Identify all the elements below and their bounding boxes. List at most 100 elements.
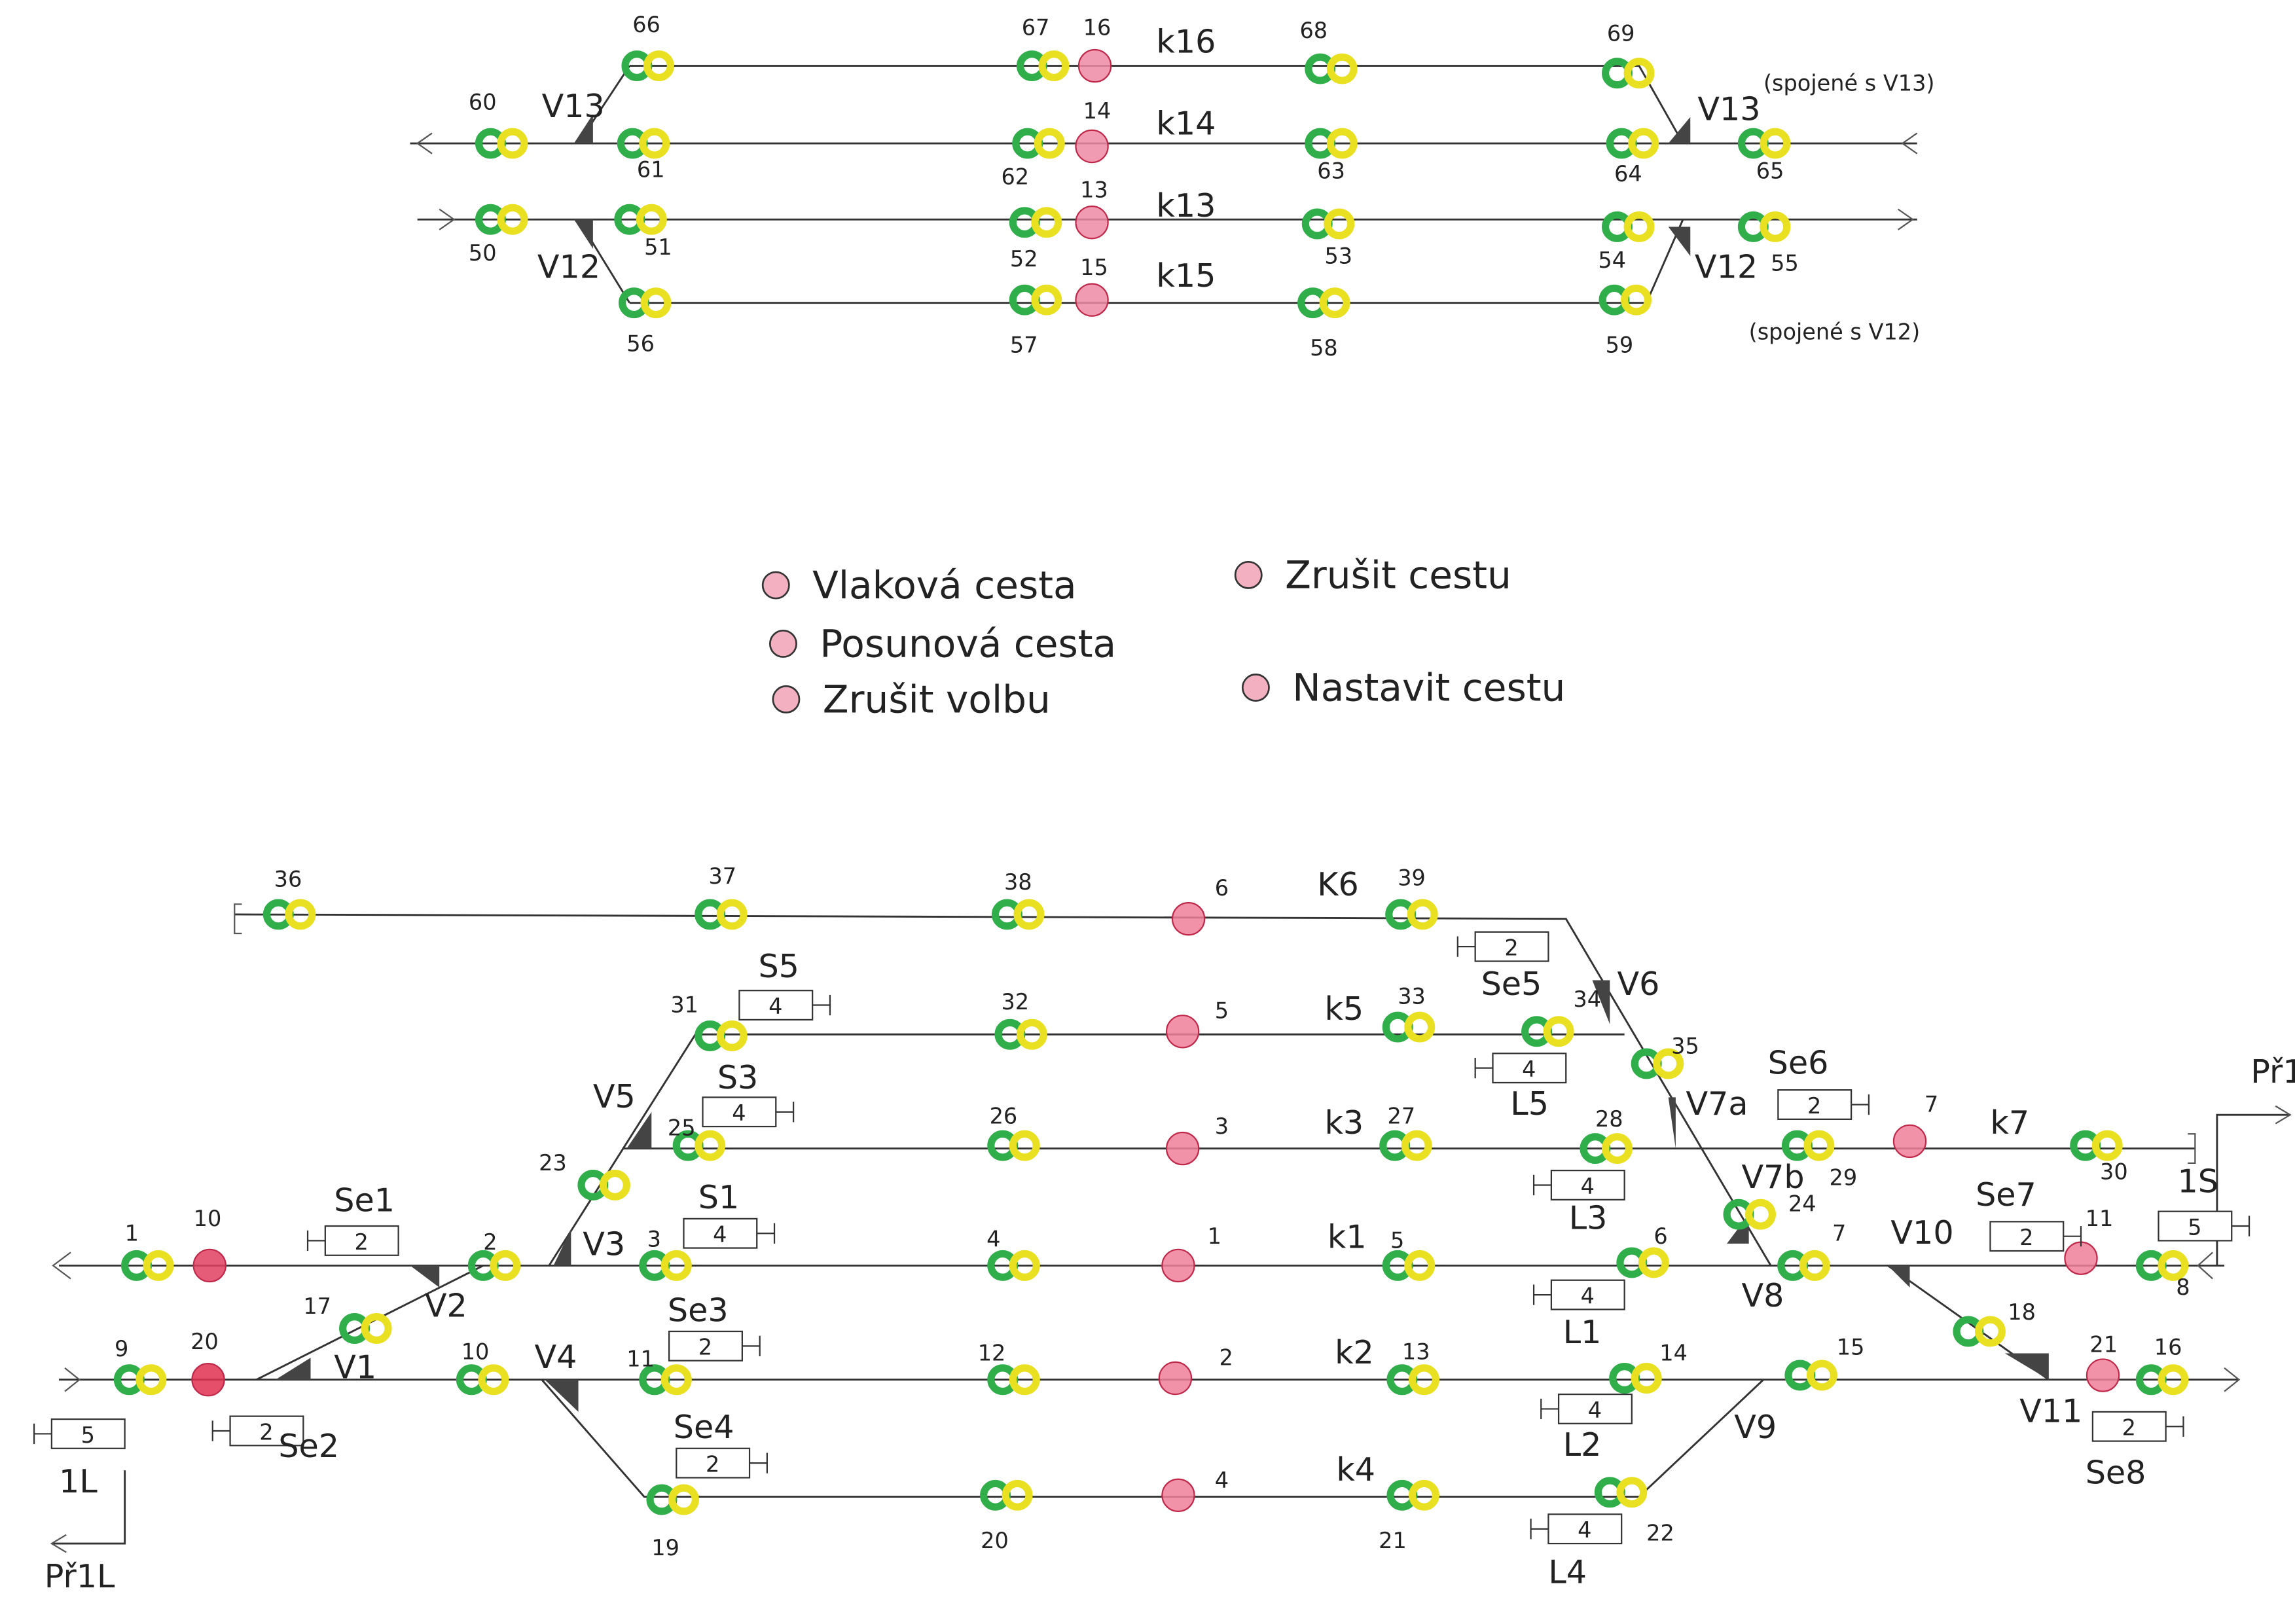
signal[interactable]	[262, 899, 316, 930]
signal[interactable]	[695, 1020, 748, 1051]
route-button[interactable]	[1165, 1131, 1200, 1166]
track-line	[629, 65, 1684, 144]
legend-item[interactable]	[761, 571, 790, 600]
track-end-arrow-icon	[2275, 1105, 2292, 1125]
signal[interactable]	[467, 1250, 521, 1281]
route-button[interactable]	[1165, 1015, 1200, 1049]
track-end-arrow-icon	[1901, 132, 1918, 154]
route-button[interactable]	[1161, 1248, 1195, 1283]
signal[interactable]	[1631, 1048, 1684, 1079]
route-button[interactable]	[1077, 48, 1112, 83]
yellow-light-icon	[640, 287, 672, 319]
signal[interactable]	[639, 1364, 692, 1396]
signal[interactable]	[1301, 208, 1355, 240]
route-button[interactable]	[2086, 1358, 2120, 1392]
signal[interactable]	[1012, 128, 1065, 159]
signal[interactable]	[2135, 1364, 2189, 1396]
signal[interactable]	[121, 1250, 174, 1281]
signal[interactable]	[1521, 1016, 1574, 1047]
route-button[interactable]	[1075, 283, 1109, 317]
switch-label: V12	[1695, 248, 1758, 286]
signal[interactable]	[646, 1484, 699, 1515]
signal[interactable]	[639, 1250, 692, 1281]
route-button[interactable]	[1161, 1478, 1195, 1513]
signal[interactable]	[1606, 128, 1659, 159]
signal[interactable]	[695, 899, 748, 930]
signal[interactable]	[672, 1130, 726, 1161]
signal[interactable]	[987, 1250, 1040, 1281]
yellow-light-icon	[2158, 1250, 2189, 1281]
signal[interactable]	[2070, 1130, 2123, 1161]
signal[interactable]	[1609, 1363, 1662, 1394]
route-button[interactable]	[2064, 1241, 2098, 1275]
signal[interactable]	[1737, 128, 1791, 159]
signal[interactable]	[994, 1019, 1047, 1050]
signal[interactable]	[1382, 1011, 1436, 1043]
signal[interactable]	[1009, 207, 1062, 238]
signal[interactable]	[1386, 1479, 1439, 1511]
signal[interactable]	[1305, 128, 1358, 159]
signal[interactable]	[1781, 1130, 1835, 1161]
signal[interactable]	[1953, 1316, 2006, 1347]
route-button[interactable]	[1158, 1361, 1193, 1396]
signal[interactable]	[991, 899, 1045, 930]
signal[interactable]	[1382, 1250, 1436, 1281]
signal[interactable]	[1379, 1130, 1432, 1161]
route-button[interactable]	[1075, 129, 1109, 164]
signal[interactable]	[1305, 53, 1358, 84]
signal[interactable]	[617, 128, 670, 159]
route-button[interactable]	[1075, 206, 1109, 240]
signal[interactable]	[621, 50, 674, 82]
signal-number: 51	[644, 234, 672, 260]
signal[interactable]	[987, 1364, 1040, 1396]
track-circuit-box	[702, 1096, 795, 1128]
signal[interactable]	[577, 1169, 630, 1200]
signal[interactable]	[1777, 1250, 1830, 1281]
signal[interactable]	[1737, 211, 1791, 242]
track-end-arrow-icon	[234, 903, 242, 935]
signal[interactable]	[987, 1130, 1040, 1161]
legend-item[interactable]	[772, 685, 801, 713]
signal[interactable]	[1723, 1199, 1776, 1230]
legend-item[interactable]	[1241, 674, 1270, 702]
note-label: (spojené s V13)	[1763, 71, 1935, 96]
signal[interactable]	[1297, 287, 1350, 319]
switch-marker-icon	[1668, 117, 1691, 144]
route-button[interactable]	[1171, 901, 1206, 936]
signal-number: 66	[632, 12, 660, 37]
box-value: 4	[1578, 1517, 1591, 1543]
box-label: Se7	[1976, 1176, 2036, 1214]
signal[interactable]	[1599, 284, 1652, 316]
signal[interactable]	[614, 204, 667, 235]
route-button[interactable]	[192, 1248, 226, 1283]
signal[interactable]	[1580, 1133, 1633, 1164]
signal[interactable]	[1602, 211, 1655, 242]
signal[interactable]	[1385, 899, 1438, 930]
signal-number: 60	[469, 90, 497, 115]
signal[interactable]	[339, 1313, 392, 1344]
route-button[interactable]	[191, 1363, 225, 1397]
signal[interactable]	[1009, 284, 1062, 316]
signal[interactable]	[1784, 1360, 1837, 1391]
route-button-number: 5	[1215, 998, 1229, 1024]
track-label: k3	[1324, 1104, 1364, 1142]
legend-item[interactable]	[768, 630, 797, 658]
route-button-number: 4	[1215, 1468, 1229, 1493]
switch-label: V7a	[1686, 1085, 1748, 1123]
signal[interactable]	[2135, 1250, 2189, 1281]
legend-item[interactable]	[1234, 560, 1263, 589]
signal[interactable]	[475, 204, 528, 235]
signal[interactable]	[456, 1364, 509, 1396]
signal[interactable]	[618, 287, 672, 319]
route-button[interactable]	[1892, 1124, 1927, 1159]
yellow-light-icon	[1404, 1011, 1436, 1043]
track-label: k4	[1336, 1451, 1375, 1489]
signal[interactable]	[1594, 1477, 1648, 1508]
signal[interactable]	[113, 1364, 167, 1396]
signal[interactable]	[1602, 58, 1655, 89]
signal[interactable]	[980, 1479, 1033, 1511]
signal[interactable]	[475, 128, 528, 159]
signal[interactable]	[1616, 1247, 1669, 1278]
signal[interactable]	[1016, 50, 1070, 82]
signal[interactable]	[1386, 1364, 1439, 1396]
